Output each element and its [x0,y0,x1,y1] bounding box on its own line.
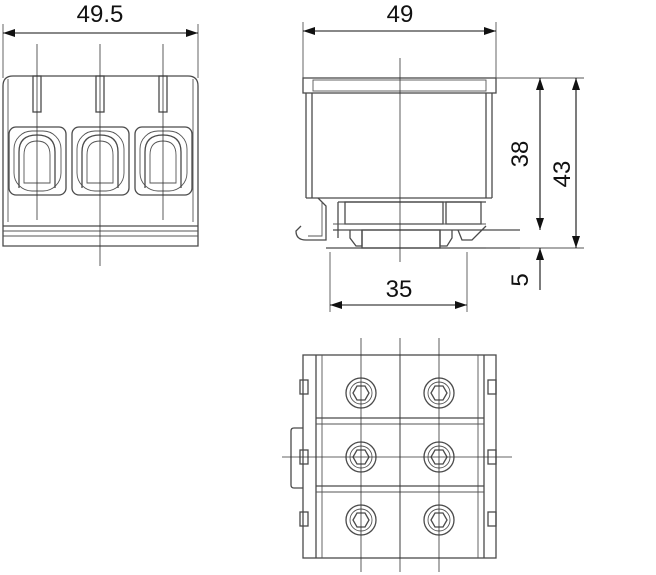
height-inner-dimension: 38 [507,78,544,230]
base-width-label: 35 [386,276,413,303]
front-wire-entry-1 [8,126,67,196]
front-width-label: 49.5 [77,1,124,28]
front-wire-entry-2 [71,126,130,196]
height-outer-dimension: 43 [549,78,580,248]
front-width-dimension: 49.5 [2,1,199,78]
rail-offset-label: 5 [507,273,534,286]
top-view [282,338,512,572]
height-outer-label: 43 [549,161,576,188]
rail-offset-dimension: 5 [507,248,544,290]
height-inner-label: 38 [507,141,534,168]
side-width-dimension: 49 [302,1,497,78]
side-width-label: 49 [387,1,414,28]
front-wire-entry-3 [134,126,193,196]
side-view: 49 38 [295,1,584,312]
base-width-dimension: 35 [329,252,468,312]
front-view: 49.5 [2,1,199,266]
